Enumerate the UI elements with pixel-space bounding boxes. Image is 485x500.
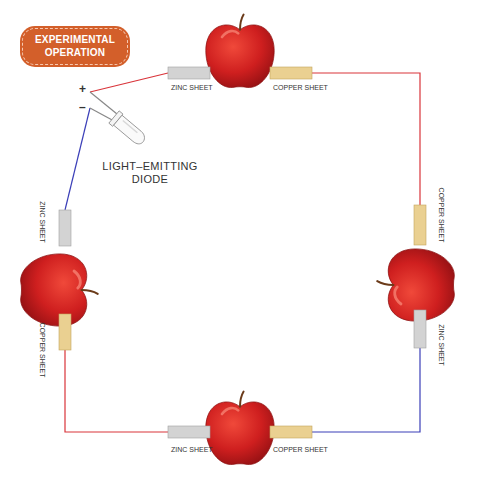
polarity-sign: + <box>79 83 86 96</box>
red-wire <box>312 73 420 205</box>
sheet-label: COPPER SHEET <box>38 323 46 378</box>
copper-sheet <box>59 314 71 350</box>
wire <box>65 73 420 432</box>
zinc-sheet <box>168 67 210 79</box>
badge-text: EXPERIMENTAL OPERATION <box>33 34 117 59</box>
red-wire <box>65 350 168 432</box>
title-badge: EXPERIMENTAL OPERATION <box>22 28 128 65</box>
red-wire <box>90 73 168 92</box>
sheet-label: ZINC SHEET <box>38 201 46 243</box>
zinc-sheet <box>59 210 71 246</box>
blue-wire <box>65 108 90 210</box>
sheet-label: ZINC SHEET <box>171 84 213 92</box>
sheet-label: COPPER SHEET <box>273 84 328 92</box>
apple <box>206 14 274 87</box>
apple <box>206 392 274 465</box>
copper-sheet <box>270 67 312 79</box>
polarity-sign: – <box>79 101 86 114</box>
zinc-sheet <box>414 310 426 348</box>
copper-sheet <box>270 426 312 438</box>
sheet-label: COPPER SHEET <box>273 446 328 454</box>
sheet-label: ZINC SHEET <box>437 324 445 366</box>
sheet-label: COPPER SHEET <box>437 188 445 243</box>
component-label: LIGHT–EMITTING DIODE <box>100 160 200 186</box>
sheet-label: ZINC SHEET <box>171 446 213 454</box>
led-symbol <box>90 92 148 148</box>
copper-sheet <box>414 205 426 245</box>
zinc-sheet <box>168 426 210 438</box>
blue-wire <box>312 348 420 432</box>
